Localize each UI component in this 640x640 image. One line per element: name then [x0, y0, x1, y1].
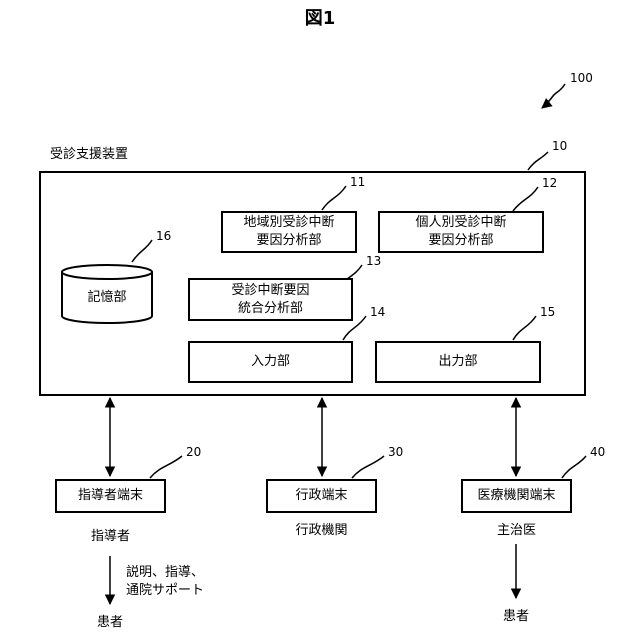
ref-regional: 11 [350, 176, 365, 188]
medical-terminal: 医療機関端末 [461, 479, 572, 513]
system-leader-arrow [542, 84, 565, 108]
ref-system: 100 [570, 72, 593, 84]
individual-analysis-unit: 個人別受診中断 要因分析部 [378, 211, 544, 253]
admin-user-label: 行政機関 [266, 524, 377, 537]
ref-storage: 16 [156, 230, 171, 242]
integrated-analysis-unit: 受診中断要因 統合分析部 [188, 278, 353, 321]
regional-analysis-line1: 地域別受診中断 [243, 214, 334, 232]
individual-analysis-line1: 個人別受診中断 [415, 214, 506, 232]
guide-user-label: 指導者 [55, 530, 166, 543]
ref-guide-terminal: 20 [186, 446, 201, 458]
integrated-analysis-line1: 受診中断要因 [231, 282, 309, 300]
ref-admin-terminal: 30 [388, 446, 403, 458]
action-line1: 説明、指導、 [126, 566, 204, 579]
individual-analysis-line2: 要因分析部 [428, 232, 493, 250]
regional-analysis-line2: 要因分析部 [256, 232, 321, 250]
ref-apparatus: 10 [552, 140, 567, 152]
leader-40 [562, 456, 586, 478]
input-unit: 入力部 [188, 341, 353, 383]
ref-input: 14 [370, 306, 385, 318]
input-unit-label: 入力部 [251, 353, 290, 371]
doctor-user-label: 主治医 [461, 524, 572, 537]
admin-terminal-label: 行政端末 [295, 487, 347, 505]
leader-16 [132, 240, 152, 262]
leader-11 [322, 186, 346, 210]
guide-terminal: 指導者端末 [55, 479, 166, 513]
storage-label: 記憶部 [62, 291, 152, 304]
figure-title: 図1 [0, 10, 640, 28]
regional-analysis-unit: 地域別受診中断 要因分析部 [221, 211, 357, 253]
leader-15 [513, 316, 536, 340]
ref-integrated: 13 [366, 255, 381, 267]
patient-left-label: 患者 [80, 616, 140, 629]
leader-12 [513, 187, 538, 211]
admin-terminal: 行政端末 [266, 479, 377, 513]
output-unit-label: 出力部 [438, 353, 477, 371]
ref-output: 15 [540, 306, 555, 318]
ref-individual: 12 [542, 177, 557, 189]
ref-medical-terminal: 40 [590, 446, 605, 458]
leader-20 [150, 456, 182, 478]
integrated-analysis-line2: 統合分析部 [238, 300, 303, 318]
leader-30 [352, 456, 384, 478]
action-line2: 通院サポート [126, 584, 204, 597]
leader-10 [528, 152, 548, 170]
patient-right-label: 患者 [486, 610, 546, 623]
guide-terminal-label: 指導者端末 [78, 487, 143, 505]
medical-terminal-label: 医療機関端末 [477, 487, 555, 505]
apparatus-label: 受診支援装置 [50, 148, 128, 161]
output-unit: 出力部 [375, 341, 541, 383]
